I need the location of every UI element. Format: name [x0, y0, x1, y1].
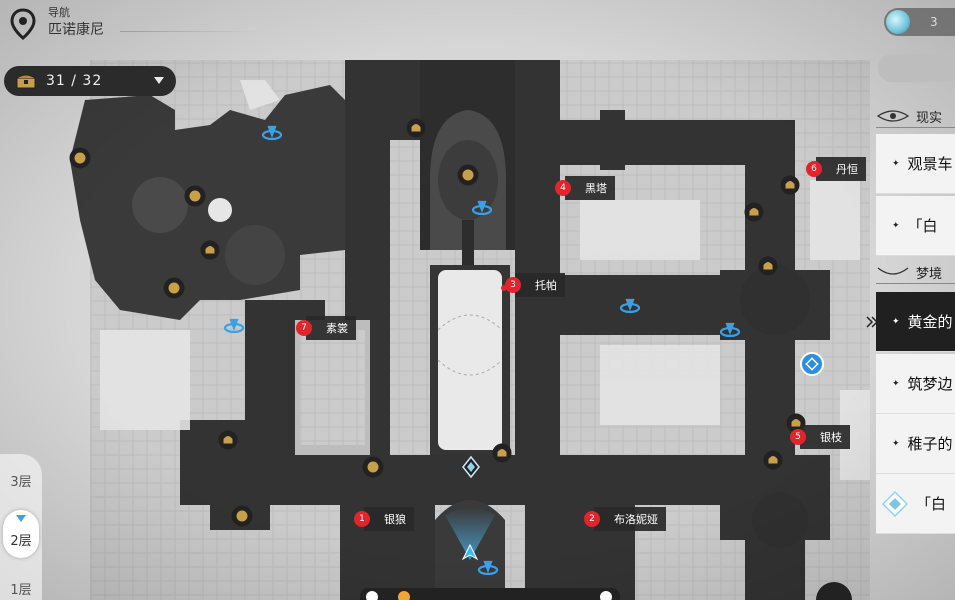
task-label: 观景车 — [907, 155, 953, 173]
label-text: 丹恒 — [836, 163, 858, 176]
label-number: 2 — [584, 511, 600, 527]
star-icon: ✦ — [892, 158, 900, 169]
label-text: 布洛妮娅 — [614, 513, 658, 526]
map-label-2[interactable]: 2 布洛妮娅 — [584, 507, 666, 531]
section-real: 现实 — [876, 104, 955, 128]
label-number: 3 — [505, 277, 521, 293]
label-number: 6 — [806, 161, 822, 177]
label-number: 7 — [296, 320, 312, 336]
map-label-3[interactable]: 3 托帕 — [505, 273, 565, 297]
label-text: 素裳 — [326, 322, 348, 335]
section-dream-label: 梦境 — [916, 266, 943, 282]
zoom-thumb[interactable] — [398, 591, 410, 600]
teleport-anchor-icon[interactable] — [223, 318, 245, 334]
nav-place: 匹诺康尼 — [48, 22, 104, 38]
task-dream-2[interactable]: ✦ 稚子的 — [876, 414, 955, 474]
map-label-5[interactable]: 5 银枝 — [790, 425, 850, 449]
floor-2[interactable]: 2层 — [3, 510, 39, 558]
eye-icon — [876, 110, 910, 122]
floor-2-label: 2层 — [10, 533, 32, 549]
dreamjolt-icon[interactable] — [163, 277, 185, 299]
space-anchor-icon[interactable] — [800, 352, 824, 376]
origami-bird-icon[interactable] — [69, 147, 91, 169]
bell-icon[interactable] — [492, 443, 512, 463]
chevron-down-icon[interactable] — [154, 77, 164, 84]
label-number: 5 — [790, 429, 806, 445]
label-number: 4 — [555, 180, 571, 196]
task-label: 「白 — [916, 495, 947, 513]
player-arrow-icon — [461, 543, 479, 561]
nav-header: 导航 匹诺康尼 — [10, 6, 104, 42]
map-label-4[interactable]: 4 黑塔 — [555, 176, 615, 200]
floor-selector: 3层 2层 1层 — [0, 454, 42, 600]
resource-orb-icon — [886, 10, 910, 34]
teleport-anchor-icon[interactable] — [261, 125, 283, 141]
nav-label: 导航 — [48, 6, 70, 19]
label-text: 黑塔 — [585, 182, 607, 195]
task-real-1[interactable]: ✦ 「白 — [876, 196, 955, 256]
dreamjolt-icon[interactable] — [184, 185, 206, 207]
floor-1[interactable]: 1层 — [10, 582, 32, 598]
teleport-anchor-icon[interactable] — [719, 322, 741, 338]
bell-icon[interactable] — [758, 256, 778, 276]
bell-icon[interactable] — [744, 202, 764, 222]
origami-bird-icon[interactable] — [231, 505, 253, 527]
task-dream-1[interactable]: ✦ 筑梦边 — [876, 354, 955, 414]
dream-eye-icon — [877, 267, 909, 275]
panel-header-pill[interactable] — [878, 54, 955, 82]
star-icon: ✦ — [892, 438, 900, 449]
task-real-0[interactable]: ✦ 观景车 — [876, 134, 955, 194]
teleport-anchor-icon[interactable] — [477, 560, 499, 576]
chest-counter[interactable]: 31 / 32 — [4, 66, 176, 96]
chest-count: 31 / 32 — [46, 73, 103, 89]
bell-icon[interactable] — [763, 450, 783, 470]
floor-current-marker-icon — [16, 515, 26, 522]
bell-icon[interactable] — [780, 175, 800, 195]
nav-divider — [120, 31, 260, 32]
label-number: 1 — [354, 511, 370, 527]
zoom-slider[interactable] — [360, 588, 620, 600]
location-pin-icon — [10, 8, 36, 40]
dreamjolt-icon[interactable] — [362, 456, 384, 478]
resource-value: 3 — [930, 15, 938, 29]
label-text: 托帕 — [535, 279, 557, 292]
star-icon: ✦ — [892, 378, 900, 389]
task-label: 「白 — [907, 217, 938, 235]
label-text: 银枝 — [820, 431, 842, 444]
resource-counter[interactable]: 3 — [884, 8, 955, 36]
task-dream-3[interactable]: 「白 — [876, 474, 955, 534]
section-real-label: 现实 — [916, 110, 943, 126]
star-icon: ✦ — [892, 316, 900, 327]
star-icon: ✦ — [892, 220, 900, 231]
task-label: 筑梦边 — [907, 375, 953, 393]
map-label-1[interactable]: 1 银狼 — [354, 507, 414, 531]
section-dream: 梦境 — [876, 260, 955, 284]
task-label: 黄金的 — [907, 313, 953, 331]
zoom-out-icon[interactable] — [366, 591, 378, 600]
teleport-anchor-icon[interactable] — [471, 200, 493, 216]
bell-icon[interactable] — [218, 430, 238, 450]
waypoint-diamond-icon — [882, 490, 908, 517]
zoom-in-icon[interactable] — [600, 591, 612, 600]
label-text: 银狼 — [384, 513, 406, 526]
task-dream-0[interactable]: ✦ 黄金的 — [876, 292, 955, 352]
map-label-7[interactable]: 7 素裳 — [296, 316, 356, 340]
teleport-anchor-icon[interactable] — [619, 298, 641, 314]
bell-icon[interactable] — [406, 118, 426, 138]
waypoint-diamond-icon[interactable] — [462, 455, 480, 479]
bell-icons[interactable] — [200, 118, 806, 470]
locate-button[interactable] — [816, 582, 852, 600]
map-label-6[interactable]: 6 丹恒 — [806, 157, 866, 181]
chest-icon — [16, 74, 36, 89]
floor-3[interactable]: 3层 — [10, 474, 32, 490]
task-label: 稚子的 — [907, 435, 953, 453]
bell-icon[interactable] — [200, 240, 220, 260]
dreamjolt-icon[interactable] — [457, 164, 479, 186]
